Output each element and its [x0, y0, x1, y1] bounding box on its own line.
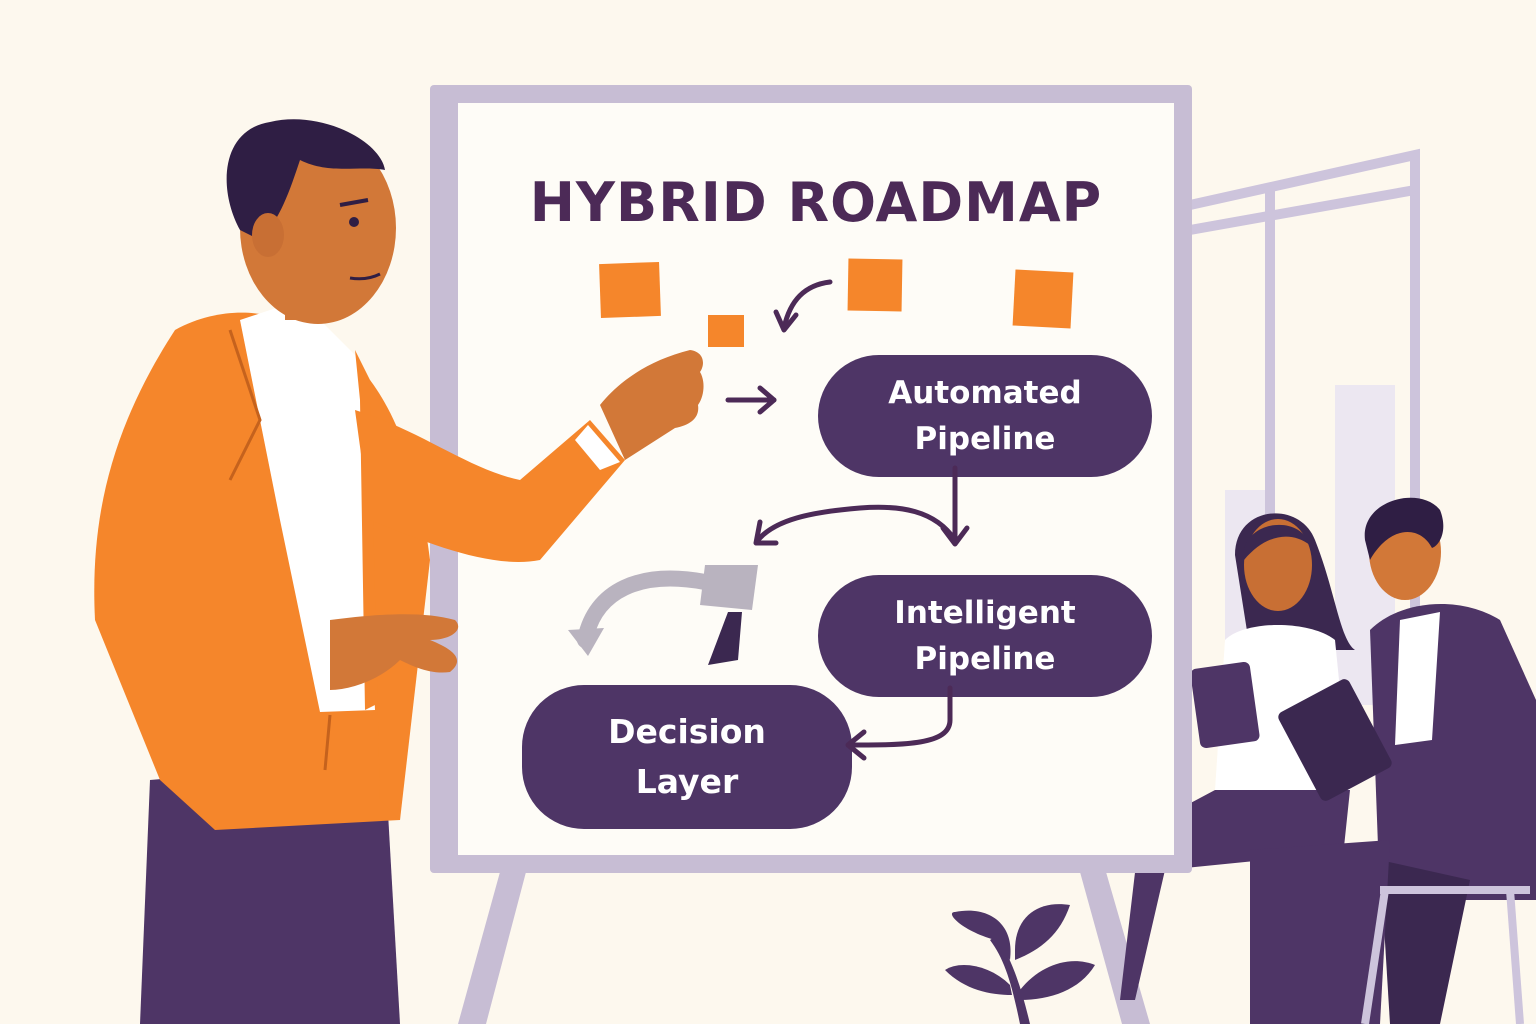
node-label-line1: Automated — [888, 375, 1082, 411]
automated-pipeline-node[interactable]: Automated Pipeline — [818, 355, 1152, 477]
sticky-note — [1012, 269, 1074, 329]
man-listener — [1250, 497, 1536, 1024]
plant-icon — [945, 904, 1095, 1024]
node-label-line1: Decision — [608, 712, 766, 751]
whiteboard: HYBRID ROADMAP Automated Pipeline Intell… — [430, 85, 1192, 873]
node-label-line2: Pipeline — [914, 421, 1056, 457]
easel-legs — [458, 872, 1150, 1024]
node-label-line1: Intelligent — [894, 595, 1076, 631]
board-title: HYBRID ROADMAP — [529, 171, 1103, 234]
decision-layer-node[interactable]: Decision Layer — [522, 685, 852, 829]
node-label-line2: Layer — [635, 762, 739, 801]
intelligent-pipeline-node[interactable]: Intelligent Pipeline — [818, 575, 1152, 697]
sticky-note — [847, 258, 903, 312]
sticky-note — [599, 261, 661, 319]
whiteboard-surface: HYBRID ROADMAP Automated Pipeline Intell… — [458, 103, 1174, 855]
node-label-line2: Pipeline — [914, 641, 1056, 677]
